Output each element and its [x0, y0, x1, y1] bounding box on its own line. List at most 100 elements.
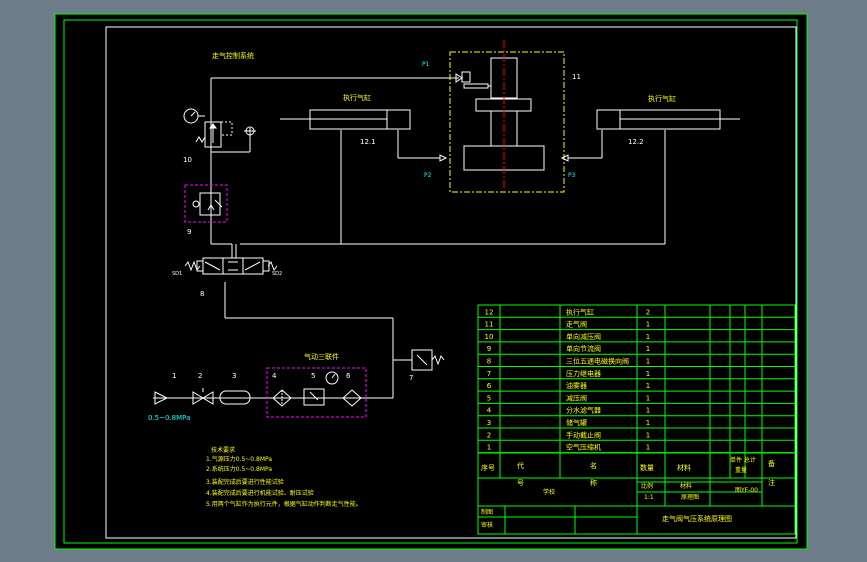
pressure-switch	[411, 349, 445, 371]
outer-frame	[54, 13, 808, 550]
bom-row-name: 单向节流阀	[566, 344, 601, 353]
bom-row-qty: 1	[646, 382, 650, 390]
drawing-title: 走气阀气压系统原理图	[662, 514, 732, 523]
bom-row-qty: 1	[646, 444, 650, 452]
bom-row-name: 分水滤气器	[566, 406, 601, 415]
bom-row-no: 11	[485, 321, 494, 329]
notes-heading: 技术要求	[211, 446, 235, 454]
h-weight: 单件 总计	[730, 456, 756, 464]
h-code: 代	[517, 461, 524, 470]
ref-8: 8	[200, 290, 204, 298]
port-p2: P2	[424, 172, 432, 179]
material-label: 材料	[680, 482, 692, 490]
num-5: 5	[311, 372, 315, 380]
draw-label: 制图	[481, 508, 493, 516]
bom-row-qty: 1	[646, 419, 650, 427]
check-label: 审核	[481, 521, 493, 529]
notes-line-1: 1.气源压力0.5~0.8MPa	[206, 455, 272, 463]
h-qty: 数量	[640, 463, 654, 472]
notes-line-5: 5.用两个气缸作为执行元件，根据气缸动作判断走气性能。	[206, 500, 362, 508]
bom-row-name: 手动截止阀	[566, 430, 601, 439]
pneumatic-lines	[153, 77, 740, 399]
num-6: 6	[346, 372, 351, 380]
frl-box	[266, 367, 367, 418]
bom-row-name: 空气压缩机	[566, 443, 601, 452]
throttle-check-valve	[192, 192, 223, 216]
cylinder-left	[309, 109, 411, 130]
bom-row-qty: 2	[646, 308, 650, 316]
bom-row-qty: 1	[646, 321, 650, 329]
cylinder-right	[596, 109, 721, 130]
bom-row-no: 4	[487, 407, 492, 415]
test-valve-box	[449, 51, 565, 193]
drawing-number: 图YF-00	[735, 487, 758, 494]
h-name2: 称	[590, 478, 597, 487]
circuit-title: 走气控制系统	[212, 51, 254, 60]
bom-row-no: 9	[487, 345, 491, 353]
bom-row-qty: 1	[646, 370, 650, 378]
bom-row-name: 走气阀	[566, 320, 587, 329]
solenoid-right-label: SD2	[272, 271, 282, 277]
bom-row-qty: 1	[646, 345, 650, 353]
bom-row-name: 储气罐	[566, 418, 587, 427]
port-p1: P1	[422, 61, 430, 68]
ref-11: 11	[572, 73, 581, 81]
notes-line-4: 4.装配完成后要进行机能试验、耐压试验	[206, 489, 314, 497]
bom-row-qty: 1	[646, 407, 650, 415]
frl-components	[272, 371, 362, 407]
h-mat: 材料	[677, 463, 691, 472]
bom-row-name: 油雾器	[566, 381, 587, 390]
num-3: 3	[232, 372, 236, 380]
notes-line-3: 3.装配完成后要进行性能试验	[206, 478, 284, 486]
bom-row-no: 2	[487, 431, 491, 439]
ref-12-2: 12.2	[628, 138, 644, 146]
bom-row-no: 5	[487, 394, 491, 402]
check-regulator-valve	[183, 108, 256, 148]
throttle-check-valve-box	[184, 184, 228, 223]
bom-row-name: 压力继电器	[566, 369, 601, 378]
bom-row-name: 单向减压阀	[566, 332, 601, 341]
supply-components	[154, 388, 251, 405]
bom-row-qty: 1	[646, 394, 650, 402]
bom-row-no: 10	[485, 333, 494, 341]
h-note2: 注	[768, 478, 775, 487]
bom-row-no: 6	[487, 382, 492, 390]
sheet-label: 原理图	[681, 494, 699, 501]
directional-solenoid-valve	[184, 257, 278, 275]
ref-9: 9	[187, 228, 191, 236]
drawing-border	[105, 26, 797, 539]
bom-row-name: 执行气缸	[566, 307, 594, 316]
h-no: 序号	[481, 463, 495, 472]
supply-pressure: 0.5~0.8MPa	[148, 414, 190, 422]
bom-row-no: 1	[487, 444, 491, 452]
bom-row-no: 7	[487, 370, 491, 378]
title-block	[477, 452, 796, 535]
bom-row-qty: 1	[646, 333, 650, 341]
bom-row-no: 12	[485, 308, 494, 316]
inner-frame	[63, 19, 798, 544]
solenoid-left-label: SD1	[172, 271, 182, 277]
h-name: 名	[590, 461, 597, 470]
ref-7: 7	[409, 374, 413, 382]
bom-row-qty: 1	[646, 358, 650, 366]
num-4: 4	[272, 372, 277, 380]
scale-value: 1:1	[644, 494, 654, 501]
h-code2: 号	[517, 479, 524, 487]
ref-12-1: 12.1	[360, 138, 376, 146]
unit-label: 学校	[543, 488, 555, 496]
num-2: 2	[198, 372, 202, 380]
bom-row-qty: 1	[646, 431, 650, 439]
bom-row-name: 三位五通电磁换向阀	[566, 357, 629, 366]
h-weight2: 重量	[735, 466, 747, 474]
frl-label: 气动三联件	[304, 352, 339, 361]
port-p3: P3	[568, 172, 576, 179]
bom-row-no: 8	[487, 358, 491, 366]
bom-row-no: 3	[487, 419, 491, 427]
scale-label: 比例	[641, 482, 653, 490]
ref-10: 10	[183, 156, 192, 164]
bom-row-name: 减压阀	[566, 393, 587, 402]
cylinder-left-label: 执行气缸	[343, 93, 371, 102]
notes-line-2: 2.系统压力0.5~0.8MPa	[206, 465, 272, 473]
